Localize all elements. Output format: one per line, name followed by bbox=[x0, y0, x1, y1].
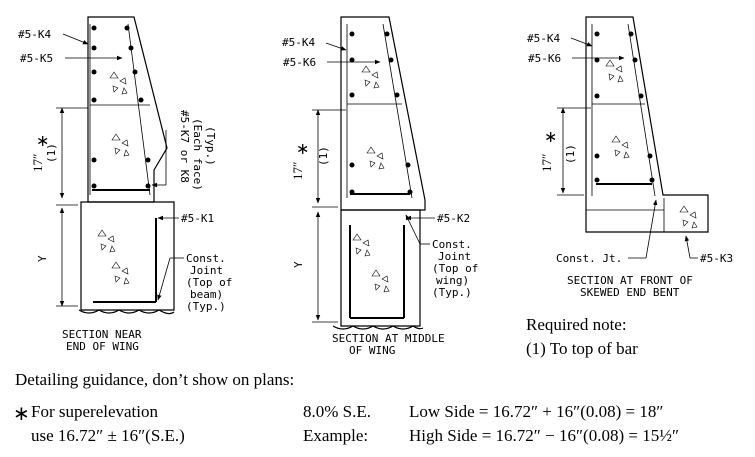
svg-text:Const.: Const. bbox=[186, 252, 226, 265]
required-note-text: (1) To top of bar bbox=[526, 339, 638, 358]
dim-y: Y bbox=[292, 261, 305, 268]
rebar-dots bbox=[91, 25, 151, 189]
section-near-end: #5-K4 #5-K5 #5-K7 or K8 (Each face) (Typ… bbox=[18, 16, 232, 353]
callout-k4: #5-K4 bbox=[527, 32, 560, 45]
dim-17: 17″ bbox=[539, 154, 554, 172]
dim-17: 17″ bbox=[290, 162, 305, 180]
callout-k6: #5-K6 bbox=[528, 52, 561, 65]
guidance-line1-right: Low Side = 16.72″ + 16″(0.08) = 18″ bbox=[409, 402, 663, 421]
title-middle-1: SECTION AT MIDDLE bbox=[332, 332, 445, 345]
callout-k6: #5-K6 bbox=[283, 56, 316, 69]
callout-k4: #5-K4 bbox=[18, 28, 51, 41]
detailing-guidance: Detailing guidance, don’t show on plans:… bbox=[13, 370, 679, 445]
rebar-dots bbox=[594, 31, 655, 183]
svg-text:Joint: Joint bbox=[190, 264, 223, 277]
dim-1: (1) bbox=[564, 144, 577, 164]
rebar-dots bbox=[349, 31, 413, 195]
callout-k3: #5-K3 bbox=[700, 252, 733, 265]
callout-k7: #5-K7 or K8 bbox=[178, 110, 191, 183]
callout-k4: #5-K4 bbox=[282, 36, 315, 49]
guidance-line2-mid: Example: bbox=[303, 426, 368, 445]
svg-text:(Top of: (Top of bbox=[186, 276, 232, 289]
dim-17: 17″ bbox=[30, 154, 45, 172]
guidance-line2-right: High Side = 16.72″ − 16″(0.08) = 15½″ bbox=[409, 426, 679, 445]
required-note-heading: Required note: bbox=[526, 315, 627, 334]
callout-k5: #5-K5 bbox=[20, 52, 53, 65]
dim-star: ∗ bbox=[296, 141, 309, 158]
const-joint-note: Const. Joint (Top of wing) (Typ.) bbox=[405, 214, 478, 299]
guidance-line1-mid: 8.0% S.E. bbox=[303, 402, 371, 421]
svg-text:Joint: Joint bbox=[438, 250, 471, 263]
callout-each-face: (Each face) bbox=[191, 118, 204, 191]
dim-star: ∗ bbox=[544, 129, 557, 146]
const-jt-label: Const. Jt. bbox=[556, 252, 622, 265]
title-middle-2: OF WING bbox=[349, 344, 395, 357]
svg-text:Const.: Const. bbox=[432, 238, 472, 251]
svg-text:beam): beam) bbox=[190, 288, 223, 301]
dim-star: ∗ bbox=[36, 133, 49, 150]
callout-typ: (Typ.) bbox=[204, 126, 217, 166]
title-near-end-1: SECTION NEAR bbox=[62, 328, 142, 341]
guidance-line1-left: For superelevation bbox=[31, 402, 158, 421]
guidance-star: ∗ bbox=[13, 403, 30, 425]
const-joint-note: Const. Joint (Top of beam) (Typ.) bbox=[157, 252, 232, 313]
svg-text:(Top of: (Top of bbox=[432, 262, 478, 275]
title-near-end-2: END OF WING bbox=[66, 340, 139, 353]
dim-1: (1) bbox=[45, 143, 58, 163]
dim-1: (1) bbox=[317, 146, 330, 166]
section-front: #5-K4 #5-K6 #5-K3 Const. Jt. 17″ ∗ (1) S… bbox=[527, 16, 733, 299]
svg-text:(Typ.): (Typ.) bbox=[432, 286, 472, 299]
callout-k1: #5-K1 bbox=[181, 212, 214, 225]
section-middle: #5-K4 #5-K6 #5-K2 17″ ∗ (1) Y Const. Joi… bbox=[282, 16, 478, 357]
callout-k2: #5-K2 bbox=[437, 212, 470, 225]
required-note: Required note: (1) To top of bar bbox=[526, 315, 638, 358]
guidance-line2-left: use 16.72″ ± 16″(S.E.) bbox=[31, 426, 185, 445]
svg-text:wing): wing) bbox=[436, 274, 469, 287]
svg-text:(Typ.): (Typ.) bbox=[186, 300, 226, 313]
guidance-heading: Detailing guidance, don’t show on plans: bbox=[15, 370, 294, 389]
title-front-2: SKEWED END BENT bbox=[580, 286, 680, 299]
dim-y: Y bbox=[36, 255, 49, 262]
title-front-1: SECTION AT FRONT OF bbox=[567, 274, 693, 287]
